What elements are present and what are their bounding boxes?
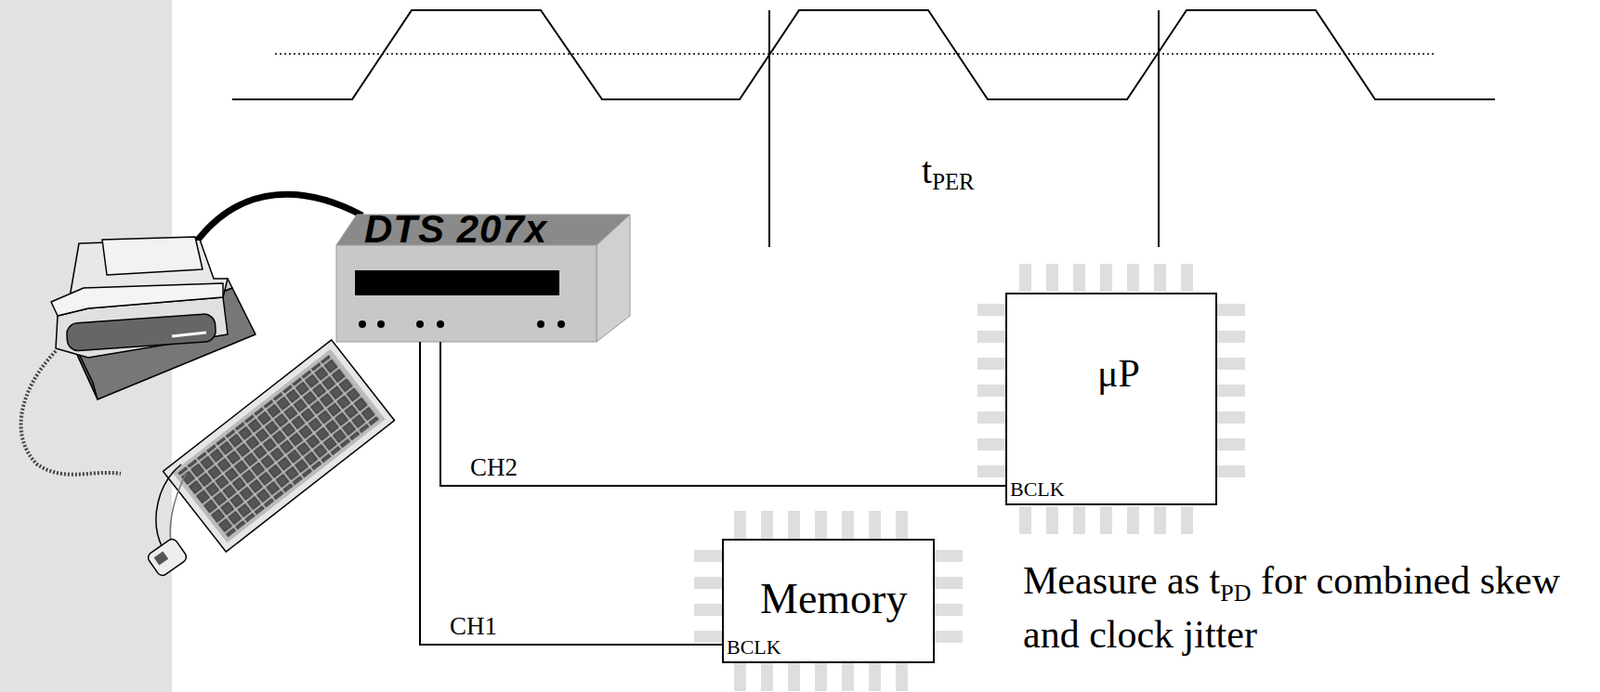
chip-pin bbox=[694, 577, 722, 590]
chip-pin bbox=[1019, 263, 1032, 292]
chip-pin bbox=[1127, 263, 1140, 292]
probe-wire bbox=[419, 341, 722, 645]
symbol-text: t bbox=[921, 149, 932, 192]
chip-pin bbox=[841, 511, 854, 539]
chip-pin bbox=[895, 511, 908, 539]
chip-pin bbox=[868, 663, 881, 692]
chip-pin bbox=[1217, 411, 1246, 424]
chip-pin bbox=[977, 465, 1006, 478]
chip-pin bbox=[934, 550, 963, 563]
chip-pin bbox=[1180, 506, 1194, 535]
chip-pin bbox=[977, 303, 1006, 316]
chip-pin bbox=[694, 630, 722, 643]
pin-name: BCLK bbox=[726, 637, 782, 658]
period-label: tPER bbox=[921, 148, 975, 197]
chip-pin bbox=[977, 411, 1006, 424]
chip-pin bbox=[977, 384, 1006, 397]
chip-pin bbox=[1154, 506, 1167, 535]
pin-name: BCLK bbox=[1009, 479, 1065, 500]
chip-box: MemoryBCLK bbox=[721, 538, 935, 664]
clock-waveform bbox=[232, 10, 1496, 100]
chip-pin bbox=[841, 663, 854, 692]
period-marker bbox=[768, 10, 771, 248]
chip-name: Memory bbox=[760, 577, 907, 621]
chip-pin bbox=[868, 511, 881, 539]
chip-pin bbox=[1073, 263, 1086, 292]
chip-box: μP BCLK bbox=[1005, 292, 1218, 506]
chip-pin bbox=[1073, 506, 1086, 535]
chip-pin bbox=[1217, 357, 1246, 370]
chip-pin bbox=[1217, 438, 1246, 451]
threshold-line bbox=[275, 52, 1434, 55]
chip-pin bbox=[1154, 263, 1167, 292]
chip-pin bbox=[760, 511, 774, 539]
chip-pin bbox=[934, 630, 963, 643]
chip-pin bbox=[1217, 384, 1246, 397]
chip-pin bbox=[977, 357, 1006, 370]
channel-label: CH1 bbox=[447, 614, 499, 640]
chip-pin bbox=[787, 663, 800, 692]
note-text: Measure as t bbox=[1022, 559, 1220, 603]
chip-pin bbox=[734, 663, 747, 692]
instrument-box: DTS 207x bbox=[336, 209, 630, 342]
instrument-title: DTS 207x bbox=[364, 209, 548, 250]
chip-pin bbox=[814, 663, 827, 692]
chip-pin bbox=[694, 550, 722, 563]
chip-pin bbox=[1180, 263, 1194, 292]
chip-pin bbox=[1100, 506, 1113, 535]
note-text: Measure as tPDfor combined skew and cloc… bbox=[1022, 555, 1572, 660]
chip-pin bbox=[1100, 263, 1113, 292]
chip-pin bbox=[1019, 506, 1032, 535]
chip-pin bbox=[977, 330, 1006, 343]
chip-pin bbox=[1046, 263, 1059, 292]
chip-pin bbox=[734, 511, 747, 539]
chip-pin bbox=[760, 663, 774, 692]
period-marker bbox=[1157, 10, 1160, 248]
chip-name: μP bbox=[1097, 354, 1141, 394]
chip-pin bbox=[1217, 465, 1246, 478]
chip-pin bbox=[895, 663, 908, 692]
chip-pin bbox=[787, 511, 800, 539]
subscript-text: PER bbox=[931, 169, 974, 195]
chip-pin bbox=[1217, 330, 1246, 343]
chip-pin bbox=[694, 603, 722, 617]
chip-pin bbox=[934, 603, 963, 617]
probe-wire bbox=[440, 341, 1006, 486]
chip-pin bbox=[1127, 506, 1140, 535]
chip-pin bbox=[934, 577, 963, 590]
chip-pin bbox=[1217, 303, 1246, 316]
subscript-text: PD bbox=[1219, 579, 1251, 607]
chip-pin bbox=[977, 438, 1006, 451]
chip-pin bbox=[814, 511, 827, 539]
chip-pin bbox=[1046, 506, 1059, 535]
channel-label: CH2 bbox=[468, 455, 520, 481]
